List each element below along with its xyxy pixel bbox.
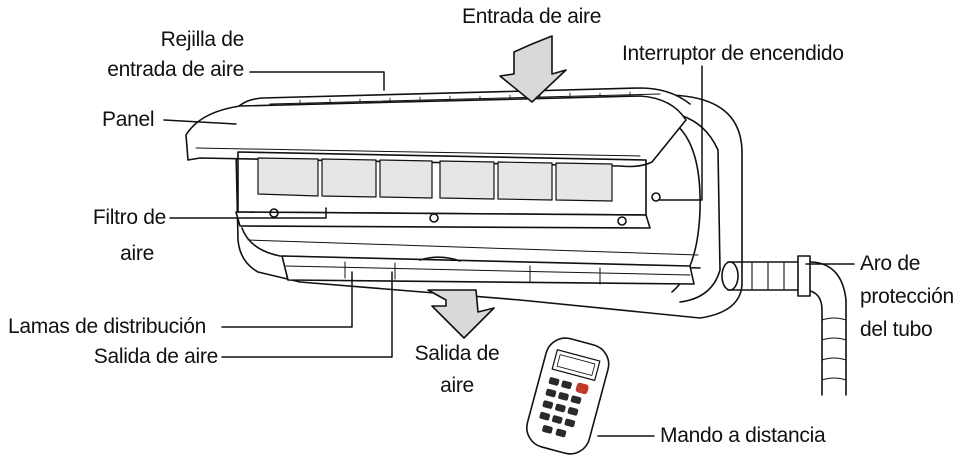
label-pipe-ring-line1: Aro de xyxy=(860,252,921,275)
label-inlet-grille-line2: entrada de aire xyxy=(107,58,244,81)
label-pipe-ring-line3: del tubo xyxy=(860,318,933,341)
air-filter xyxy=(257,157,613,202)
pipe-protection-ring xyxy=(797,255,811,297)
label-air-outlet-left: Salida de aire xyxy=(93,345,219,368)
label-air-filter-line2: aire xyxy=(120,242,154,265)
leader-lines xyxy=(163,65,855,437)
label-pipe-ring-line2: protección xyxy=(860,285,954,308)
leader-inlet-grille xyxy=(249,71,385,91)
air-inlet-arrow xyxy=(499,35,567,103)
pipe xyxy=(721,255,847,396)
leader-air-outlet xyxy=(221,271,393,358)
front-panel xyxy=(185,95,687,168)
label-louvers: Lamas de distribución xyxy=(8,315,206,338)
leader-power-switch xyxy=(659,65,703,201)
power-switch-button xyxy=(651,192,661,202)
leader-louvers xyxy=(221,271,353,328)
label-air-outlet-center-line1: Salida de xyxy=(414,342,500,365)
air-outlet-arrow xyxy=(427,289,495,339)
indoor-unit xyxy=(185,87,743,319)
label-air-outlet-center-line2: aire xyxy=(440,374,474,397)
label-panel: Panel xyxy=(102,108,155,131)
label-air-filter-line1: Filtro de xyxy=(92,206,166,229)
leader-air-filter xyxy=(169,207,327,219)
label-inlet-grille-line1: Rejilla de xyxy=(160,28,245,51)
label-remote: Mando a distancia xyxy=(660,424,826,447)
remote-control xyxy=(526,337,610,455)
leader-panel xyxy=(163,119,237,125)
label-air-inlet-top: Entrada de aire xyxy=(462,5,602,28)
label-power-switch: Interruptor de encendido xyxy=(622,42,844,65)
